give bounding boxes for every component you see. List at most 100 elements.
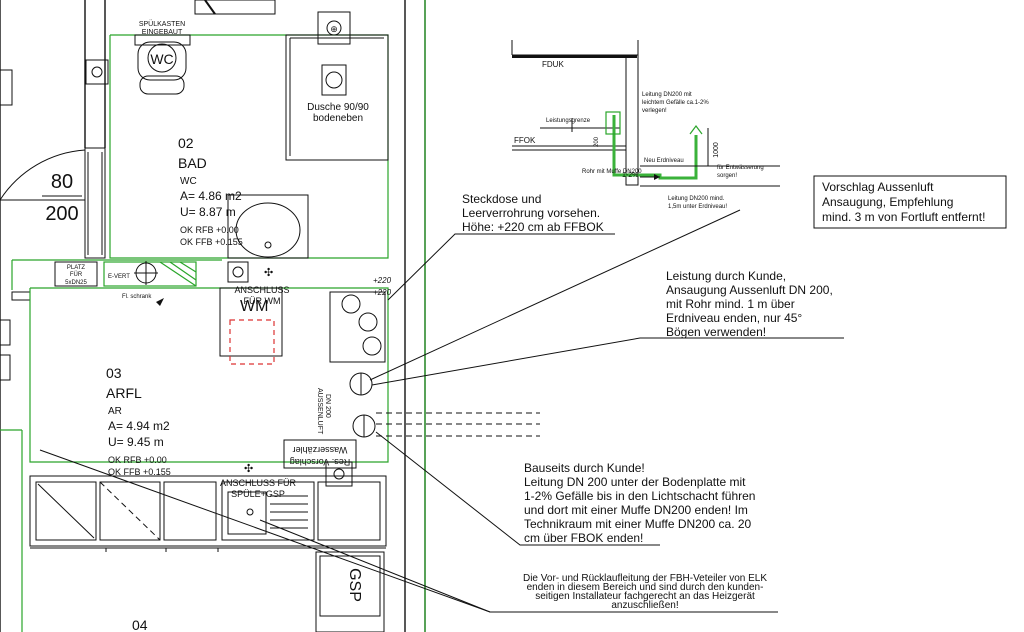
arfl-room-ok-rfb: OK RFB +0.00 [108,455,167,465]
note-vorschlag-line-1: Vorschlag Aussenluft [822,180,934,194]
note-bauseits: Bauseits durch Kunde! Leitung DN 200 unt… [524,461,755,545]
note-steckdose-line-3: Höhe: +220 cm ab FFBOK [462,220,604,234]
bad-room-ok-ffb: OK FFB +0.155 [180,237,243,247]
washbasin: ✣ [227,194,309,283]
arfl-room-ok-ffb: OK FFB +0.155 [108,467,171,477]
door-dimension: 80 200 [42,171,82,225]
gefaelle-label: 1-2% [622,172,638,179]
svg-text:⊕: ⊕ [330,24,338,34]
door-height: 200 [45,203,78,225]
shower: ⊕ Dusche 90/90 bodeneben [285,11,389,161]
note-leistung-line-4: Erdniveau enden, nur 45° [666,311,802,325]
arfl-room-area: A= 4.94 m2 [108,419,170,433]
leitung-label-3: verlegen! [642,108,667,114]
socket-symbol-left [85,59,109,85]
note-bauseits-line-1: Bauseits durch Kunde! [524,461,645,475]
bad-room-ok-rfb: OK RFB +0.00 [180,225,239,235]
height-label-220: +220 [373,276,392,285]
platz-label-1: PLATZ [67,265,86,271]
note-leistung: Leistung durch Kunde, Ansaugung Aussenlu… [666,269,833,339]
vent-penetrations: AUSSENLUFT DN 200 [316,372,540,438]
gsp-label: GSP [346,568,363,602]
mind-label-2: 1,5m unter Erdniveau! [668,204,727,210]
ventilation-unit: +220 +220 [329,276,392,363]
mind-label-1: Leitung DN200 mind. [668,196,725,202]
wc-fixture: WC SPÜLKASTEN EINGEBAUT [134,20,191,95]
svg-text:✣: ✣ [264,267,273,279]
bad-room-area: A= 4.86 m2 [180,189,242,203]
dishwasher: GSP [315,551,385,632]
arfl-room-number: 03 [106,365,122,381]
arfl-room-code: AR [108,406,122,417]
entwaesserung-label-2: sorgen! [717,173,737,179]
sink-connection-label-2: SPÜLE+GSP [231,489,285,499]
washing-machine: WM ANSCHLUSS FÜR WM [219,285,290,365]
note-vorschlag: Vorschlag Aussenluft Ansaugung, Empfehlu… [813,175,1007,229]
leader-lines [39,209,844,613]
note-leistung-line-3: mit Rohr mind. 1 m über [666,297,795,311]
platz-label-3: 5xDN25 [65,280,87,286]
res-vorschlag-label: Res. Vorschlag [290,457,351,467]
svg-text:✣: ✣ [244,463,253,475]
e-vert-label: E-VERT [108,274,130,280]
water-meter-label: Wasserzähler [293,445,348,455]
leistungsgrenze-label: Leistungsgrenze [546,118,591,124]
sink-connection-label-1: ANSCHLUSS FÜR [220,478,297,488]
wm-label: WM [240,298,268,315]
note-bauseits-line-5: Technikraum mit einer Muffe DN200 ca. 20 [524,517,752,531]
note-bauseits-line-4: und dort mit einer Muffe DN200 enden! Im [524,503,748,517]
dim-1000-label: 1000 [713,142,720,158]
note-fbh-line-4: anzuschließen! [611,600,678,611]
note-steckdose: Steckdose und Leerverrohrung vorsehen. H… [462,192,604,234]
rohr-muffe-label: Rohr mit Muffe DN200 [582,169,642,175]
note-vorschlag-line-3: mind. 3 m von Fortluft entfernt! [822,210,985,224]
bad-room-stamp: 02 BAD WC A= 4.86 m2 U= 8.87 m OK RFB +0… [178,135,243,247]
arfl-room-stamp: 03 ARFL AR A= 4.94 m2 U= 9.45 m OK RFB +… [106,365,171,477]
bad-room-code: WC [180,176,197,187]
note-bauseits-line-2: Leitung DN 200 unter der Bodenplatte mit [524,475,746,489]
platz-label-2: FÜR [70,271,83,278]
section-detail: FDUK FFOK Leistungsgrenze Neu Erdniveau … [511,40,780,210]
neu-erdniveau-label: Neu Erdniveau [644,158,684,164]
note-fbh: Die Vor- und Rücklaufleitung der FBH-Vet… [523,573,767,611]
bad-room-perimeter: U= 8.87 m [180,205,236,219]
note-steckdose-line-2: Leerverrohrung vorsehen. [462,206,600,220]
shower-label-1: Dusche 90/90 [307,102,369,113]
shower-label-2: bodeneben [313,113,363,124]
fortluft-dn-label: DN 200 [324,394,331,418]
height-label-220b: +220 [373,288,392,297]
note-bauseits-line-6: cm über FBOK enden! [524,531,643,545]
eingebaut-label: EINGEBAUT [142,29,183,36]
bad-room-number: 02 [178,135,194,151]
note-leistung-line-1: Leistung durch Kunde, [666,269,786,283]
note-vorschlag-line-2: Ansaugung, Empfehlung [822,195,953,209]
e-vert-block: PLATZ FÜR 5xDN25 E-VERT Fl. schrank [54,261,197,306]
note-fbh-line-2: enden in diesem Bereich und sind durch d… [527,582,764,593]
next-room-number: 04 [132,617,148,632]
kitchen-counter: ANSCHLUSS FÜR SPÜLE+GSP [29,475,387,552]
arfl-room-name: ARFL [106,385,142,401]
wm-connection-label-1: ANSCHLUSS [234,285,289,295]
note-fbh-line-1: Die Vor- und Rücklaufleitung der FBH-Vet… [523,573,767,584]
fl-schrank-label: Fl. schrank [122,294,152,300]
wm-connection-label-2: FÜR WM [244,296,281,306]
note-bauseits-line-3: 1-2% Gefälle bis in den Lichtschacht füh… [524,489,755,503]
dim-200-label: 200 [594,136,600,147]
fortluft-label: AUSSENLUFT [316,388,323,435]
door-width: 80 [51,171,73,193]
note-steckdose-line-1: Steckdose und [462,192,541,206]
note-fbh-line-3: seitigen Installateur fachgerecht an das… [535,591,755,602]
arfl-room-perimeter: U= 9.45 m [108,435,164,449]
bad-room-name: BAD [178,155,207,171]
leitung-label-1: Leitung DN200 mit [642,92,692,98]
note-leistung-line-2: Ansaugung Aussenluft DN 200, [666,283,833,297]
spuelkasten-label: SPÜLKASTEN [139,20,185,28]
entwaesserung-label-1: für Entwässerung [717,165,764,171]
note-leistung-line-5: Bögen verwenden! [666,325,766,339]
water-meter: Wasserzähler Res. Vorschlag ✣ [244,439,357,487]
fduk-label: FDUK [542,60,564,69]
wc-label: WC [150,51,173,67]
leitung-label-2: leichtem Gefälle ca.1-2% [642,100,709,106]
